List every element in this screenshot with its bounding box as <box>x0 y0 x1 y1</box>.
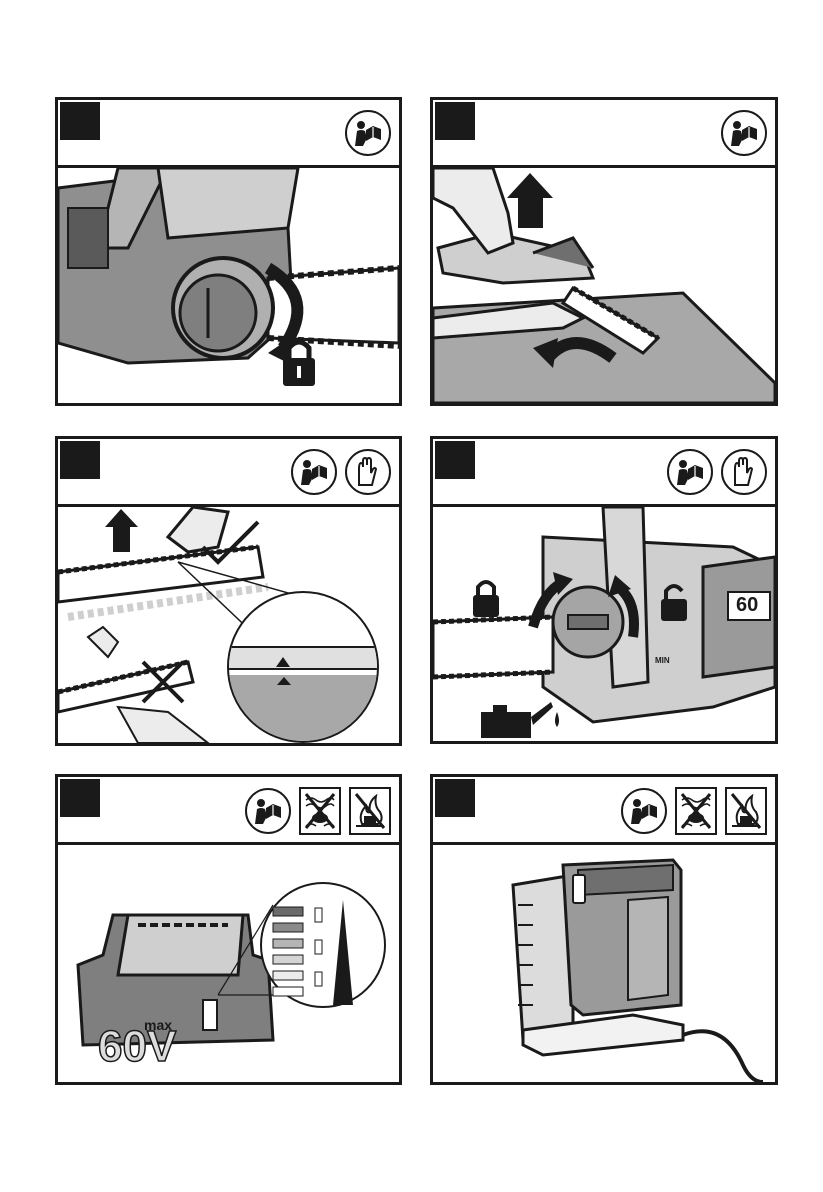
read-manual-icon <box>667 449 713 495</box>
step-panel-1 <box>55 97 402 406</box>
illustration-chain-tension <box>58 507 399 743</box>
panel-header <box>433 100 775 168</box>
battery-60-badge: 60 <box>736 594 758 617</box>
panel-icons <box>291 449 391 495</box>
panel-header <box>58 439 399 507</box>
panel-header <box>58 100 399 168</box>
illustration-charger <box>433 845 775 1082</box>
step-panel-2 <box>430 97 778 406</box>
illustration-oil-cap: 60 MIN <box>433 507 775 741</box>
read-manual-icon <box>291 449 337 495</box>
panel-icons <box>621 787 767 835</box>
illustration-battery-charge-level: 60V max <box>58 845 399 1082</box>
step-number-box <box>435 779 475 817</box>
gloves-icon <box>721 449 767 495</box>
step-number-box <box>60 441 100 479</box>
step-panel-6 <box>430 774 778 1085</box>
no-water-icon <box>675 787 717 835</box>
read-manual-icon <box>245 788 291 834</box>
oil-min-label: MIN <box>655 656 670 665</box>
no-fire-icon <box>349 787 391 835</box>
read-manual-icon <box>345 110 391 156</box>
illustration-chain-cover <box>58 168 399 403</box>
read-manual-icon <box>621 788 667 834</box>
no-fire-icon <box>725 787 767 835</box>
step-panel-5: 60V max <box>55 774 402 1085</box>
panel-header <box>58 777 399 845</box>
no-water-icon <box>299 787 341 835</box>
panel-header <box>433 777 775 845</box>
step-number-box <box>60 102 100 140</box>
panel-icons <box>345 110 391 156</box>
panel-header <box>433 439 775 507</box>
step-panel-4: 60 MIN <box>430 436 778 744</box>
step-panel-3 <box>55 436 402 746</box>
step-number-box <box>435 441 475 479</box>
panel-icons <box>721 110 767 156</box>
step-number-box <box>435 102 475 140</box>
panel-icons <box>245 787 391 835</box>
panel-icons <box>667 449 767 495</box>
gloves-icon <box>345 449 391 495</box>
read-manual-icon <box>721 110 767 156</box>
illustration-lift-chainsaw <box>433 168 775 403</box>
step-number-box <box>60 779 100 817</box>
battery-max-label: max <box>144 1017 172 1033</box>
